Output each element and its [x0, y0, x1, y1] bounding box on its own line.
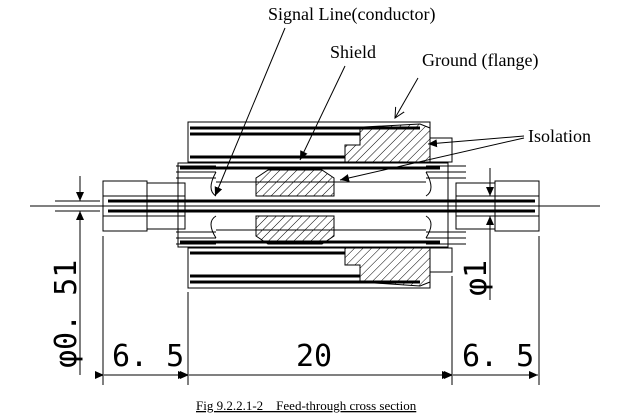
length-middle-label: 20: [296, 339, 332, 374]
length-right-label: 6. 5: [462, 339, 534, 374]
diameter-large-dimension: [480, 168, 500, 300]
ground-flange-bottom: [187, 247, 453, 289]
shield-label: Shield: [330, 42, 376, 62]
diameter-small-label: φ0. 51: [49, 260, 84, 368]
signal-conductor: [100, 199, 545, 213]
diameter-large-label: φ1: [459, 260, 494, 296]
ground-flange-top: [187, 121, 453, 163]
ground-leader: [395, 77, 419, 118]
length-dimensions: [95, 236, 540, 385]
isolation-label: Isolation: [528, 126, 591, 146]
ground-label: Ground (flange): [422, 50, 538, 71]
isolation-leader-top: [427, 135, 525, 148]
length-left-label: 6. 5: [112, 339, 184, 374]
signal-line-label: Signal Line(conductor): [268, 4, 435, 25]
isolation-leader-center: [339, 137, 525, 182]
shield-leader: [299, 65, 346, 161]
figure-caption: Fig 9.2.2.1-2 Feed-through cross section: [196, 398, 417, 413]
center-isolator: [255, 169, 335, 245]
signal-line-leader: [214, 27, 286, 197]
diameter-small-dimension: [55, 176, 100, 375]
